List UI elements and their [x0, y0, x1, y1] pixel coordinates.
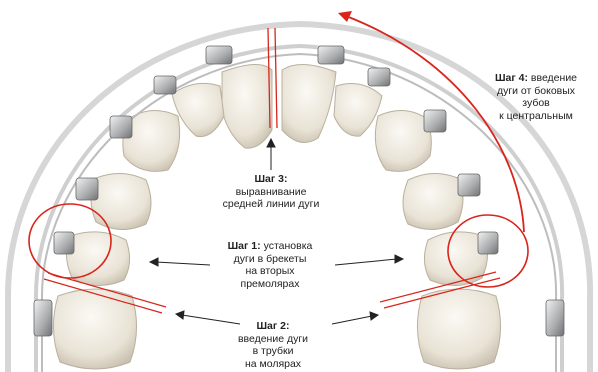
step-4-line-1: введение	[531, 72, 577, 84]
step-2-line-3: на молярах	[245, 358, 301, 370]
step-1-title: Шаг 1:	[228, 240, 261, 252]
pointer-arrows	[150, 139, 403, 324]
step-4-line-3: зубов	[522, 97, 550, 109]
bracket	[458, 174, 480, 196]
step-4-line-4: к центральным	[499, 110, 573, 122]
midline-right	[275, 28, 277, 128]
bracket	[206, 46, 232, 64]
tooth	[282, 64, 336, 142]
insertion-direction-arrowhead	[338, 11, 352, 22]
step-4-title: Шаг 4:	[495, 72, 528, 84]
tooth	[417, 289, 500, 369]
tooth	[53, 289, 136, 369]
step-3-line-1: выравнивание	[236, 186, 307, 198]
molar-tube	[546, 300, 564, 336]
bracket	[478, 232, 498, 254]
step-3-title: Шаг 3:	[254, 173, 287, 185]
molar-tube	[34, 300, 52, 336]
bracket	[368, 68, 390, 86]
step-3-line-2: средней линии дуги	[223, 198, 320, 210]
bracket	[318, 46, 344, 64]
step-2-title: Шаг 2:	[256, 320, 289, 332]
step-1-line-4: премолярах	[241, 278, 300, 290]
step-1-label: Шаг 1: установка дуги в брекеты на вторы…	[195, 240, 345, 290]
step-4-label: Шаг 4: введение дуги от боковых зубов к …	[474, 72, 598, 122]
bracket	[424, 110, 446, 132]
bracket	[54, 232, 74, 254]
step-2-line-2: в трубки	[253, 345, 294, 357]
step-3-label: Шаг 3: выравнивание средней линии дуги	[198, 173, 344, 211]
bracket	[154, 76, 176, 94]
bracket	[110, 116, 132, 138]
step-2-label: Шаг 2: введение дуги в трубки на молярах	[222, 320, 324, 370]
step-4-line-2: дуги от боковых	[497, 85, 575, 97]
step-1-line-1: установка	[264, 240, 313, 252]
bracket	[76, 178, 98, 200]
step-1-line-2: дуги в брекеты	[234, 253, 307, 265]
step-1-line-3: на вторых	[245, 265, 294, 277]
tooth	[375, 110, 431, 171]
arrow-step2-right	[332, 316, 372, 324]
tooth	[222, 64, 272, 148]
tooth	[403, 173, 463, 229]
step-2-line-1: введение дуги	[238, 333, 308, 345]
tooth	[334, 84, 382, 137]
tooth	[91, 173, 151, 229]
